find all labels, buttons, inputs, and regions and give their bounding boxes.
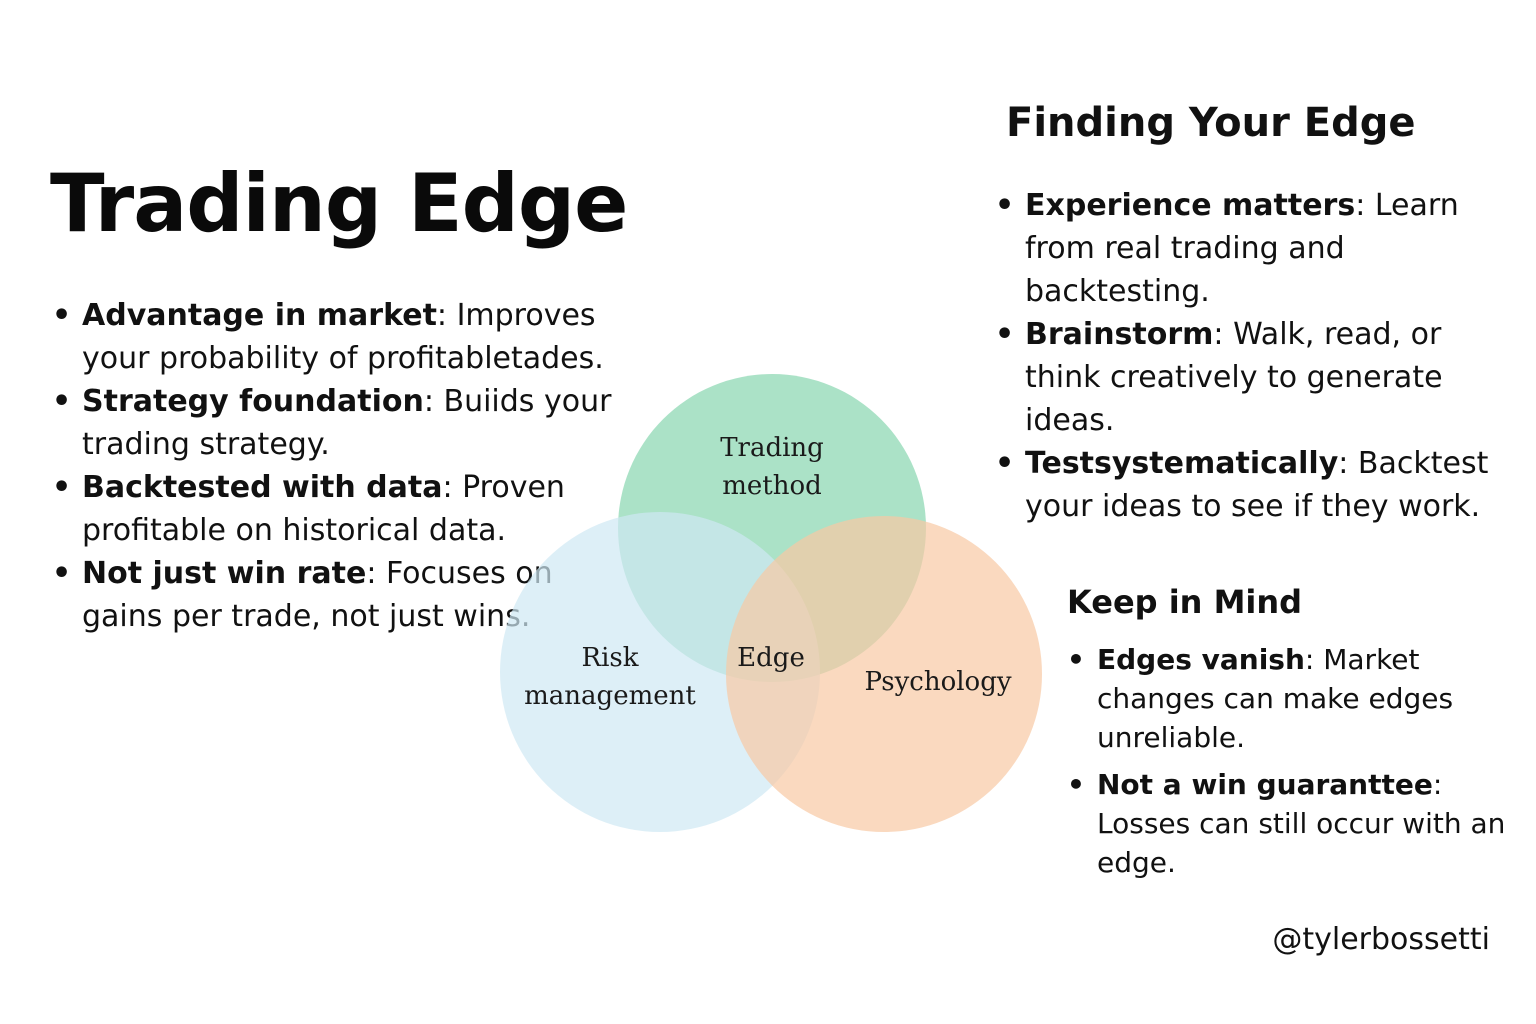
bullet-term: Advantage in market <box>82 298 437 333</box>
page-title: Trading Edge <box>50 157 628 250</box>
finding-edge-list: Experience matters: Learn from real trad… <box>993 184 1503 528</box>
bullet-text: Walk, read, or think creatively to gener… <box>1025 317 1443 438</box>
keep-in-mind-title: Keep in Mind <box>1067 583 1303 621</box>
bullet-term: Not just win rate <box>82 556 367 591</box>
venn-diagram: Trading method Risk management Psycholog… <box>500 374 1042 832</box>
bullet-term: Testsystematically <box>1025 446 1339 481</box>
bullet-term: Edges vanish <box>1097 643 1305 676</box>
list-item: Not a win guaranttee: Losses can still o… <box>1065 765 1525 882</box>
list-item: Advantage in market: Improves your proba… <box>50 294 620 380</box>
psychology-circle <box>726 516 1042 832</box>
bullet-text: Proven profitable on historical data. <box>82 470 565 548</box>
list-item: Backtested with data: Proven profitable … <box>50 466 620 552</box>
bullet-term: Experience matters <box>1025 188 1356 223</box>
bullet-text: Focuses on gains per trade, not just win… <box>82 556 553 634</box>
list-item: Not just win rate: Focuses on gains per … <box>50 552 620 638</box>
list-item: Brainstorm: Walk, read, or think creativ… <box>993 313 1503 442</box>
list-item: Strategy foundation: Buiids your trading… <box>50 380 620 466</box>
bullet-text: Buiids your trading strategy. <box>82 384 612 462</box>
risk-management-label-line2: management <box>524 681 696 711</box>
bullet-text: Market changes can make edges unreliable… <box>1097 643 1454 754</box>
list-item: Experience matters: Learn from real trad… <box>993 184 1503 313</box>
bullet-term: Brainstorm <box>1025 317 1214 352</box>
trading-method-label-line2: method <box>722 471 822 501</box>
author-handle: @tylerbossetti <box>1272 922 1490 957</box>
keep-in-mind-list: Edges vanish: Market changes can make ed… <box>1065 640 1525 890</box>
bullet-term: Backtested with data <box>82 470 443 505</box>
bullet-text: Losses can still occur with an edge. <box>1097 807 1506 879</box>
list-item: Edges vanish: Market changes can make ed… <box>1065 640 1525 757</box>
finding-edge-title: Finding Your Edge <box>1006 100 1416 146</box>
bullet-text: Backtest your ideas to see if they work. <box>1025 446 1489 524</box>
edge-center-label: Edge <box>737 643 805 673</box>
bullet-term: Not a win guaranttee <box>1097 768 1433 801</box>
bullet-term: Strategy foundation <box>82 384 424 419</box>
trading-method-label: Trading <box>720 433 824 463</box>
list-item: Testsystematically: Backtest your ideas … <box>993 442 1503 528</box>
risk-management-label: Risk <box>582 643 639 673</box>
bullet-text: Improves your probability of profitablet… <box>82 298 604 376</box>
psychology-label: Psychology <box>864 667 1011 697</box>
risk-management-circle <box>500 512 820 832</box>
bullet-text: Learn from real trading and backtesting. <box>1025 188 1459 309</box>
edge-definition-list: Advantage in market: Improves your proba… <box>50 294 620 638</box>
